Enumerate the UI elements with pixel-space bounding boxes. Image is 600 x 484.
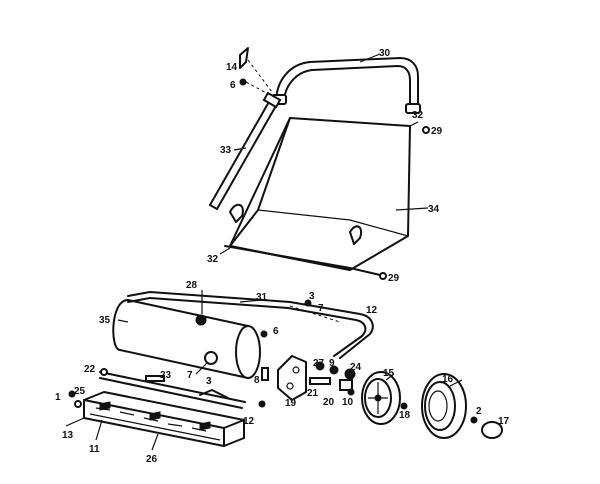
side-plate (261, 355, 356, 401)
callout-19: 19 (285, 398, 297, 409)
callout-6b: 6 (273, 326, 279, 337)
callout-13: 13 (62, 430, 74, 441)
callout-29b: 29 (388, 273, 400, 284)
callout-2: 2 (476, 406, 482, 417)
callout-25: 25 (74, 386, 86, 397)
grass-bag (224, 117, 430, 280)
callout-29a: 29 (431, 126, 443, 137)
handle-clip (239, 47, 273, 97)
callout-12b: 12 (243, 416, 255, 427)
callout-16: 16 (442, 374, 454, 385)
callout-15: 15 (383, 368, 395, 379)
callout-32b: 32 (207, 254, 219, 265)
handle-bar (271, 57, 421, 114)
callout-34: 34 (428, 204, 440, 215)
callout-26: 26 (146, 454, 158, 465)
leader-lines (65, 53, 463, 451)
callout-30: 30 (379, 48, 391, 59)
part-labels: 30 14 6 33 32 29 34 32 29 28 31 3 7 12 3… (55, 48, 510, 465)
callout-10: 10 (342, 397, 354, 408)
callout-8: 8 (254, 375, 260, 386)
handle-tube (209, 91, 282, 210)
callout-3a: 3 (309, 291, 315, 302)
callout-35: 35 (99, 315, 111, 326)
callout-22: 22 (84, 364, 96, 375)
callout-17: 17 (498, 416, 510, 427)
brush-roller (68, 390, 245, 447)
callout-31: 31 (256, 292, 268, 303)
callout-23: 23 (160, 370, 172, 381)
callout-14: 14 (226, 62, 238, 73)
callout-32a: 32 (412, 110, 424, 121)
chassis-frame (127, 291, 374, 359)
callout-7a: 7 (318, 303, 324, 314)
callout-27: 27 (313, 358, 325, 369)
callout-21: 21 (307, 388, 319, 399)
roller-drum (112, 299, 268, 379)
callout-33: 33 (220, 145, 232, 156)
callout-28: 28 (186, 280, 198, 291)
callout-24: 24 (350, 362, 362, 373)
callout-6a: 6 (230, 80, 236, 91)
wheel (421, 373, 467, 439)
callout-1: 1 (55, 392, 61, 403)
callout-7b: 7 (187, 370, 193, 381)
drive-gear (361, 371, 408, 425)
front-rod (99, 368, 266, 409)
callout-12a: 12 (366, 305, 378, 316)
callout-11: 11 (89, 444, 100, 455)
callout-9: 9 (329, 358, 335, 369)
callout-3b: 3 (206, 376, 212, 387)
callout-20: 20 (323, 397, 335, 408)
hub-cap (470, 416, 503, 439)
callout-18: 18 (399, 410, 411, 421)
